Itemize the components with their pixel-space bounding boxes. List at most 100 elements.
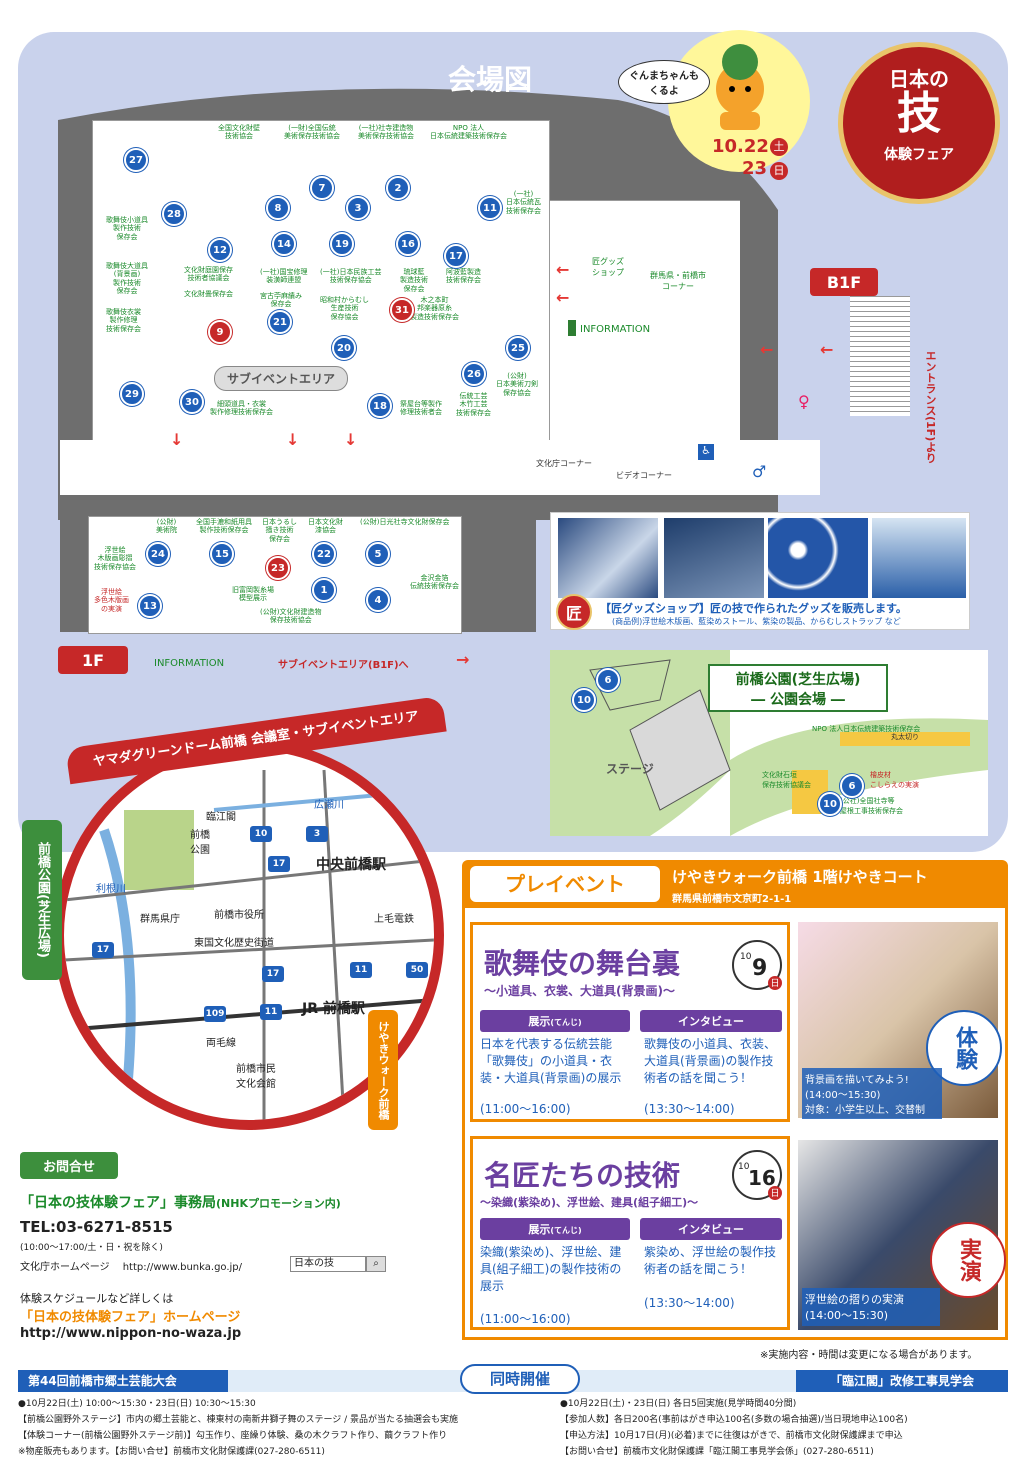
stage-label: ステージ [606, 762, 654, 776]
event2-photo-time: (14:00～15:30) [805, 1309, 888, 1322]
f1-booth-label: (公財)文化財建造物 保存技術協会 [260, 608, 322, 625]
b1-booth-label: (公財) 日本美術刀剣 保存協会 [496, 372, 538, 397]
event1-interview-time: (13:30～14:00) [644, 1102, 735, 1116]
keyaki-side-label: けやきウォーク前橋 [368, 1010, 398, 1130]
b1-booth-label: NPO 法人 日本伝統建築技術保存会 [430, 124, 507, 141]
goods-image-ukiyoe [558, 518, 658, 598]
event1-show-text: 日本を代表する伝統芸能「歌舞伎」の小道具・衣装・大道具(背景画)の展示 [480, 1037, 622, 1085]
event1-show-time: (11:00～16:00) [480, 1102, 571, 1116]
booth-20: 20 [332, 336, 356, 360]
bunka-url[interactable]: http://www.bunka.go.jp/ [122, 1262, 243, 1273]
entrance-label: エントランス(1F)より [924, 350, 937, 464]
day-1-badge: 土 [770, 138, 788, 156]
restroom-male-icon: ♂ [752, 462, 767, 481]
booth-15: 15 [210, 542, 234, 566]
event1-day: 9 [752, 956, 768, 981]
goods-image-stole [664, 518, 764, 598]
event2-interview-time: (13:30～14:00) [644, 1296, 735, 1310]
b1-booth-label: 伝統工芸 木竹工芸 技術保存会 [456, 392, 491, 417]
left-line: 【前橋公園野外ステージ】市内の郷土芸能と、棟東村の南新井獅子舞のステージ / 景… [18, 1415, 459, 1425]
b1-booth-label: 歌舞伎衣裳 製作修理 技術保存会 [106, 308, 141, 333]
event1-show-tag-label: 展示 [528, 1015, 551, 1028]
route-number-badge: 17 [92, 942, 114, 958]
b1-booth-label: 昭和村からむし 生産技術 保存協会 [320, 296, 369, 321]
route-number-badge: 17 [262, 966, 284, 982]
access-place-label: 前橋 公園 [190, 830, 210, 856]
floor-b1-tag: B1F [810, 268, 878, 296]
event2-photo-caption: 浮世絵の摺りの実演 [805, 1293, 904, 1306]
b1-booth-label: 祭屋台等製作 修理技術者会 [400, 400, 442, 417]
badge-line3: 体験フェア [884, 147, 954, 163]
exit-arrow-icon: ↓ [286, 430, 300, 449]
booth-29: 29 [120, 382, 144, 406]
b1-corridor [60, 440, 820, 495]
event1-photo-caption-box: 背景画を描いてみよう! (14:00～15:30) 対象：小学生以上、交替制 [802, 1068, 942, 1119]
exit-arrow-icon: ↓ [170, 430, 184, 449]
f1-booth-label: 全国手漉和紙用具 製作技術保存会 [196, 518, 252, 535]
event1-title: 歌舞伎の舞台裏 [484, 947, 681, 980]
right-line: 【申込方法】10月17日(月)(必着)までに往復はがきで、前橋市文化財保護課まで… [560, 1431, 903, 1441]
f1-booth-label: 浮世絵 多色木版画 の実演 [94, 588, 129, 613]
f1-booth-label: 日本うるし 掻き技術 保存会 [262, 518, 297, 543]
direction-arrow-icon: ← [556, 260, 570, 279]
pre-event-box [462, 908, 1008, 1340]
event1-photo-caption: 背景画を描いてみよう! [805, 1075, 909, 1086]
booth-10: 10 [818, 792, 842, 816]
event1-weekday: 日 [768, 976, 782, 990]
event2-month: 10 [738, 1162, 750, 1172]
park-title-box: 前橋公園(芝生広場) ― 公園会場 ― [708, 664, 888, 712]
contact-office: 「日本の技体験フェア」事務局(NHKプロモーション内) [20, 1192, 341, 1212]
booth-17: 17 [444, 244, 468, 268]
booth-19: 19 [330, 232, 354, 256]
right-event-lines: ●10月22日(土)・23日(日) 各日5回実施(見学時間40分間) 【参加人数… [560, 1396, 1010, 1460]
park-booth-npo: NPO 法人日本伝統建築技術保存会 [812, 725, 921, 733]
b1-booth-label: 琉球藍 製造技術 保存会 [400, 268, 428, 293]
park-title: 前橋公園(芝生広場) [735, 672, 861, 688]
access-place-label: 上毛電鉄 [374, 914, 414, 925]
office-name: 「日本の技体験フェア」事務局 [20, 1195, 216, 1211]
event1-show-tag: 展示(てんじ) [480, 1010, 630, 1032]
access-place-label: 前橋市役所 [214, 910, 264, 921]
b1-booth-label: 全国文化財壁 技術協会 [218, 124, 260, 141]
booth-30: 30 [180, 390, 204, 414]
b1-booth-label: (一社) 日本伝統瓦 技術保存会 [506, 190, 541, 215]
simultaneous-label: 同時開催 [460, 1364, 580, 1394]
information-icon [568, 320, 576, 336]
search-input[interactable]: 日本の技 [290, 1256, 366, 1272]
b1-lobby [550, 200, 740, 442]
access-place-label: JR 前橋駅 [302, 1001, 365, 1017]
park-booth-hiwada: 檜皮材 こしらえの実演 [870, 771, 919, 789]
restroom-female-icon: ♀ [798, 392, 810, 411]
access-place-label: 群馬県庁 [140, 914, 180, 925]
b1-booth-label: 宮古苧麻績み 保存会 [260, 292, 302, 309]
b1-information-label: INFORMATION [580, 324, 651, 335]
route-number-badge: 11 [350, 962, 372, 978]
access-place-label: 中央前橋駅 [316, 857, 386, 873]
park-booth-ishigaki: 文化財石垣 保存技術協議会 [762, 771, 811, 789]
goods-image-shibori [768, 518, 868, 598]
sub-event-area-label: サブイベントエリア [214, 366, 349, 391]
shop-title: 【匠グッズショップ】匠の技で作られたグッズを販売します。 [600, 602, 907, 615]
b1-booth-label: (一社)社寺建造物 美術保存技術協会 [358, 124, 414, 141]
booth-13: 13 [138, 594, 162, 618]
event2-show-tag-sub: (てんじ) [550, 1226, 582, 1235]
booth-10: 10 [572, 688, 596, 712]
contact-hours: (10:00～17:00/土・日・祝を除く) [20, 1243, 163, 1253]
homepage-url[interactable]: http://www.nippon-no-waza.jp [20, 1326, 242, 1341]
sub-event-to-label: サブイベントエリア(B1F)へ [278, 660, 409, 671]
demo-badge: 実演 [930, 1222, 1006, 1298]
shop-goods: (商品例)浮世絵木版画、藍染めストール、紫染の製品、からむしストラップ など [612, 617, 901, 626]
wheelchair-icon: ♿ [698, 444, 714, 460]
bunka-label: 文化庁ホームページ [20, 1262, 110, 1273]
access-place-label: 臨江閣 [206, 812, 236, 823]
search-icon[interactable]: ⌕ [366, 1256, 386, 1272]
event2-show-tag-label: 展示 [528, 1223, 551, 1236]
pre-event-note: ※実施内容・時間は変更になる場合があります。 [760, 1350, 978, 1361]
park-side-label: 前橋公園(芝生広場) [22, 820, 62, 980]
access-place-label: 広瀬川 [314, 800, 344, 811]
b1-booth-label: 文化財畳保存会 [184, 290, 233, 298]
route-number-badge: 11 [260, 1004, 282, 1020]
booth-6: 6 [596, 668, 620, 692]
park-subtitle: ― 公園会場 ― [751, 692, 845, 708]
f1-booth-label: 旧富岡製糸場 模型展示 [232, 586, 274, 603]
